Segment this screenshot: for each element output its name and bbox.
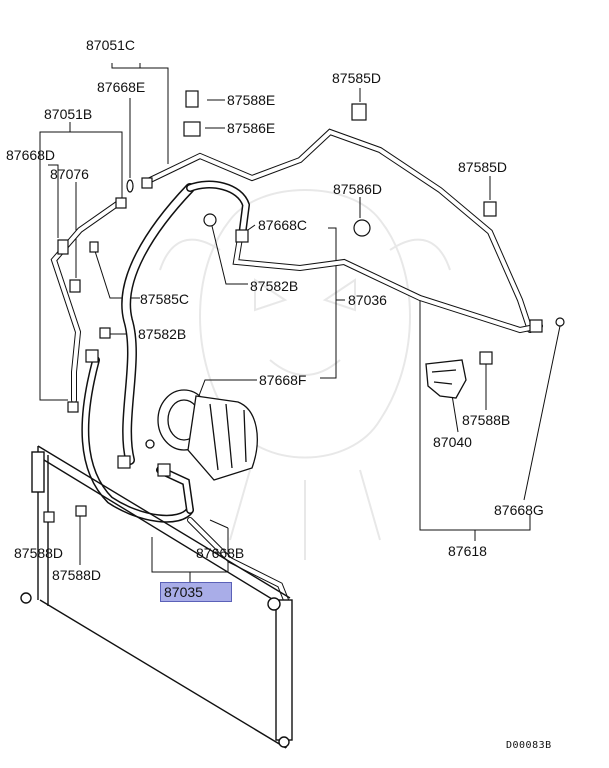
label-87586e: 87586E	[227, 120, 276, 136]
label-87668f: 87668F	[259, 372, 307, 388]
label-87668e: 87668E	[97, 79, 146, 95]
label-87588d-left: 87588D	[14, 545, 64, 561]
label-87668g: 87668G	[494, 502, 544, 518]
label-87036: 87036	[348, 292, 387, 308]
label-87586d: 87586D	[333, 181, 383, 197]
watermark-emblem	[159, 189, 451, 560]
fittings-and-clips	[43, 90, 565, 523]
label-87051b: 87051B	[44, 106, 93, 122]
label-87582b-top: 87582B	[250, 278, 299, 294]
label-87668d: 87668D	[6, 147, 56, 163]
label-87040: 87040	[433, 434, 472, 450]
label-87585d-top: 87585D	[332, 70, 382, 86]
label-87051c: 87051C	[86, 37, 136, 53]
condenser-core	[20, 445, 293, 749]
label-87668c: 87668C	[258, 217, 308, 233]
refrigerant-pipes	[50, 128, 543, 603]
label-87668b: 87668B	[196, 545, 245, 561]
label-87582b-mid: 87582B	[138, 326, 187, 342]
label-87588e: 87588E	[227, 92, 276, 108]
label-87618: 87618	[448, 543, 487, 559]
label-87035: 87035	[164, 584, 203, 600]
highlight-box-87035	[160, 582, 232, 602]
label-87076: 87076	[50, 166, 89, 182]
label-87588b: 87588B	[462, 412, 511, 428]
receiver-bracket	[425, 359, 467, 399]
label-87585c: 87585C	[140, 291, 190, 307]
ac-compressor	[145, 389, 258, 481]
drawing-code: D00083B	[506, 740, 552, 751]
label-87585d-right: 87585D	[458, 159, 508, 175]
label-87588d-bottom: 87588D	[52, 567, 102, 583]
leader-lines	[39, 63, 561, 582]
